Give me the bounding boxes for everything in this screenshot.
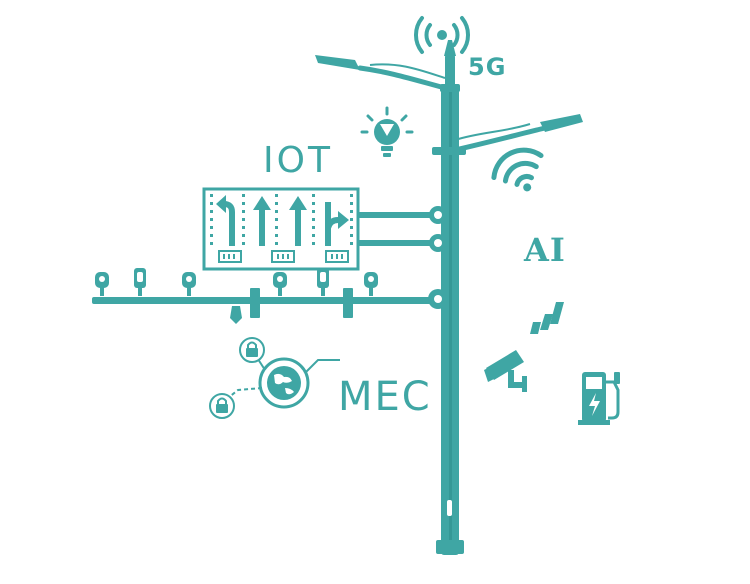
ev-charger-icon xyxy=(578,372,620,425)
main-pole xyxy=(436,85,464,555)
lock-icon xyxy=(239,337,265,363)
street-lamp-icon xyxy=(315,55,460,92)
globe-network-icon xyxy=(227,355,340,409)
signal-bars-icon xyxy=(530,302,564,334)
wireless-broadcast-icon xyxy=(414,16,470,91)
street-lamp-icon xyxy=(432,114,583,155)
mec-label: MEC xyxy=(338,374,432,420)
iot-label: IOT xyxy=(263,140,333,181)
ai-label: AI xyxy=(524,231,566,269)
lock-icon xyxy=(209,393,235,419)
signal-arm xyxy=(92,288,448,324)
wifi-icon xyxy=(491,147,544,192)
fiveg-label: 5G xyxy=(468,53,507,81)
cctv-camera-icon xyxy=(484,350,527,392)
light-bulb-icon xyxy=(360,106,414,157)
traffic-sign-icon xyxy=(202,187,360,271)
sign-arms xyxy=(358,206,447,252)
traffic-light-icon xyxy=(95,268,378,296)
